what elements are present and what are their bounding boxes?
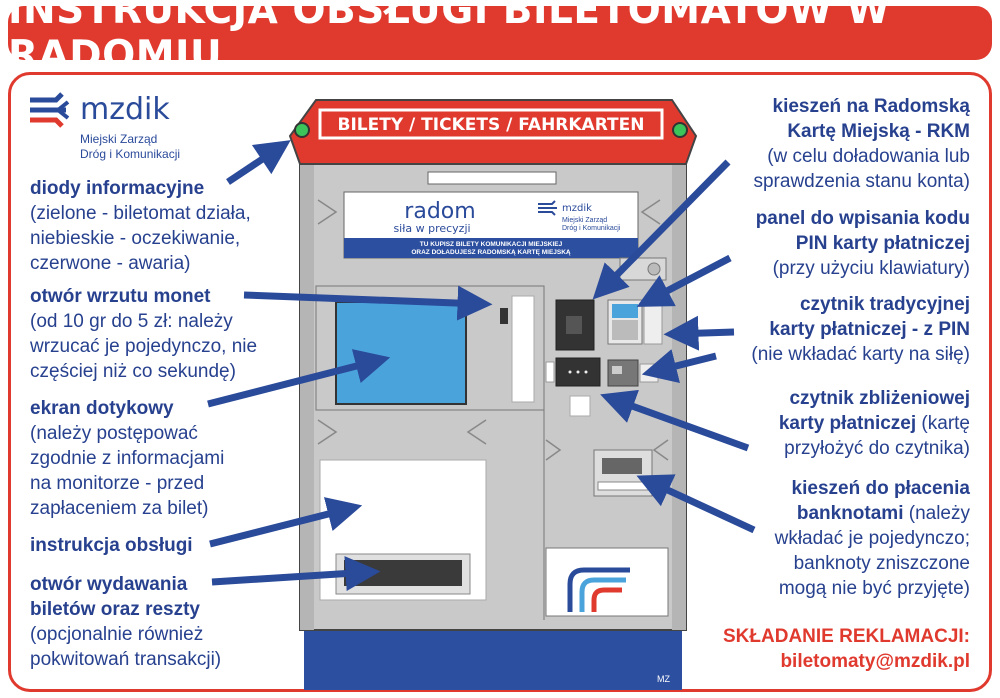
- content-frame: [8, 72, 992, 692]
- label-leds: diody informacyjne (zielone - biletomat …: [30, 176, 251, 276]
- label-rkm-title2: Kartę Miejską - RKM: [787, 121, 970, 142]
- label-screen-line2: zgodnie z informacjami: [30, 448, 225, 469]
- led-right: [672, 122, 688, 138]
- logo-name: mzdik: [80, 92, 170, 127]
- label-touch-screen: ekran dotykowy (należy postępować zgodni…: [30, 396, 224, 521]
- label-leds-line1: (zielone - biletomat działa,: [30, 203, 251, 224]
- complaints-block: SKŁADANIE REKLAMACJI: biletomaty@mzdik.p…: [723, 624, 970, 674]
- label-output-line2: pokwitowań transakcji): [30, 649, 222, 670]
- label-contactless-line1: przyłożyć do czytnika): [784, 438, 970, 459]
- machine-base: [304, 630, 682, 690]
- label-banknote-tail: (należy: [903, 503, 970, 524]
- complaints-email[interactable]: biletomaty@mzdik.pl: [780, 651, 970, 672]
- label-pin-panel: panel do wpisania kodu PIN karty płatnic…: [756, 206, 970, 281]
- label-rkm-title1: kieszeń na Radomską: [772, 96, 970, 117]
- label-rkm-line1: (w celu doładowania lub: [767, 146, 970, 167]
- label-coin-title: otwór wrzutu monet: [30, 286, 211, 307]
- label-chip-line1: (nie wkładać karty na siłę): [751, 344, 970, 365]
- radom-slogan: siła w precyzji: [393, 222, 470, 235]
- label-banknote-pocket: kieszeń do płacenia banknotami (należy w…: [775, 476, 970, 601]
- banner-line1: TU KUPISZ BILETY KOMUNIKACJI MIEJSKIEJ: [420, 241, 563, 248]
- mzdik-small: mzdik: [562, 203, 592, 214]
- logo-subtitle-line1: Miejski Zarząd: [80, 132, 158, 146]
- label-leds-line3: czerwone - awaria): [30, 253, 191, 274]
- logo-subtitle-line2: Dróg i Komunikacji: [80, 147, 181, 161]
- label-banknote-title2: banknotami: [796, 503, 904, 524]
- pointer-arrows: [207, 140, 756, 592]
- label-output-title2: biletów oraz reszty: [30, 599, 200, 620]
- label-screen-line3: na monitorze - przed: [30, 473, 205, 494]
- label-banknote-title1: kieszeń do płacenia: [791, 478, 970, 499]
- label-coin-slot: otwór wrzutu monet (od 10 gr do 5 zł: na…: [30, 284, 257, 384]
- label-pin-title2: PIN karty płatniczej: [795, 233, 970, 254]
- corner-mark: MZ: [657, 674, 670, 684]
- label-coin-line3: częściej niż co sekundę): [30, 361, 236, 382]
- label-contactless-reader: czytnik zbliżeniowej karty płatniczej (k…: [779, 386, 970, 461]
- label-chip-title2: karty płatniczej - z PIN: [769, 319, 970, 340]
- label-rkm-pocket: kieszeń na Radomską Kartę Miejską - RKM …: [753, 94, 970, 194]
- label-pin-title1: panel do wpisania kodu: [755, 208, 970, 229]
- label-contactless-tail: (kartę: [916, 413, 970, 434]
- label-contactless-title1: czytnik zbliżeniowej: [789, 388, 970, 409]
- banner-line2: ORAZ DOŁADUJESZ RADOMSKĄ KARTĘ MIEJSKĄ: [411, 249, 571, 256]
- mzdik-mark-icon: [30, 92, 70, 128]
- mzdik-small-sub2: Dróg i Komunikacji: [562, 225, 621, 232]
- label-pin-line1: (przy użyciu klawiatury): [772, 258, 970, 279]
- label-leds-title: diody informacyjne: [30, 178, 205, 199]
- label-instructions: instrukcja obsługi: [30, 533, 193, 558]
- label-banknote-line2: banknoty zniszczone: [793, 553, 970, 574]
- coin-slot[interactable]: [500, 308, 508, 324]
- label-coin-line2: wrzucać je pojedynczo, nie: [30, 336, 258, 357]
- mzdik-small-sub1: Miejski Zarząd: [562, 217, 607, 224]
- label-instructions-title: instrukcja obsługi: [30, 535, 193, 556]
- label-chip-title1: czytnik tradycyjnej: [799, 294, 970, 315]
- label-banknote-line3: mogą nie być przyjęte): [778, 578, 970, 599]
- label-screen-line4: zapłaceniem za bilet): [30, 498, 209, 519]
- led-left: [294, 122, 310, 138]
- top-sign-text: BILETY / TICKETS / FAHRKARTEN: [338, 115, 645, 135]
- page-title: INSTRUKCJA OBSŁUGI BILETOMATÓW W RADOMIU: [8, 0, 992, 78]
- label-coin-line1: (od 10 gr do 5 zł: należy: [30, 311, 233, 332]
- touch-screen[interactable]: [335, 301, 467, 405]
- mzdik-logo: mzdik Miejski Zarząd Dróg i Komunikacji: [28, 90, 228, 170]
- label-output-title1: otwór wydawania: [30, 574, 188, 595]
- label-output-line1: (opcjonalnie również: [30, 624, 204, 645]
- label-screen-title: ekran dotykowy: [30, 398, 174, 419]
- logo-subtitle: Miejski Zarząd Dróg i Komunikacji: [80, 132, 180, 162]
- label-chip-reader: czytnik tradycyjnej karty płatniczej - z…: [751, 292, 970, 367]
- label-banknote-line1: wkładać je pojedynczo;: [774, 528, 970, 549]
- label-screen-line1: (należy postępować: [30, 423, 198, 444]
- radom-brand: radom: [404, 199, 475, 224]
- complaints-heading: SKŁADANIE REKLAMACJI:: [723, 626, 970, 647]
- label-leds-line2: niebieskie - oczekiwanie,: [30, 228, 241, 249]
- label-rkm-line2: sprawdzenia stanu konta): [753, 171, 970, 192]
- label-ticket-output: otwór wydawania biletów oraz reszty (opc…: [30, 572, 221, 672]
- label-contactless-title2: karty płatniczej: [778, 413, 917, 434]
- top-sign: [318, 108, 664, 140]
